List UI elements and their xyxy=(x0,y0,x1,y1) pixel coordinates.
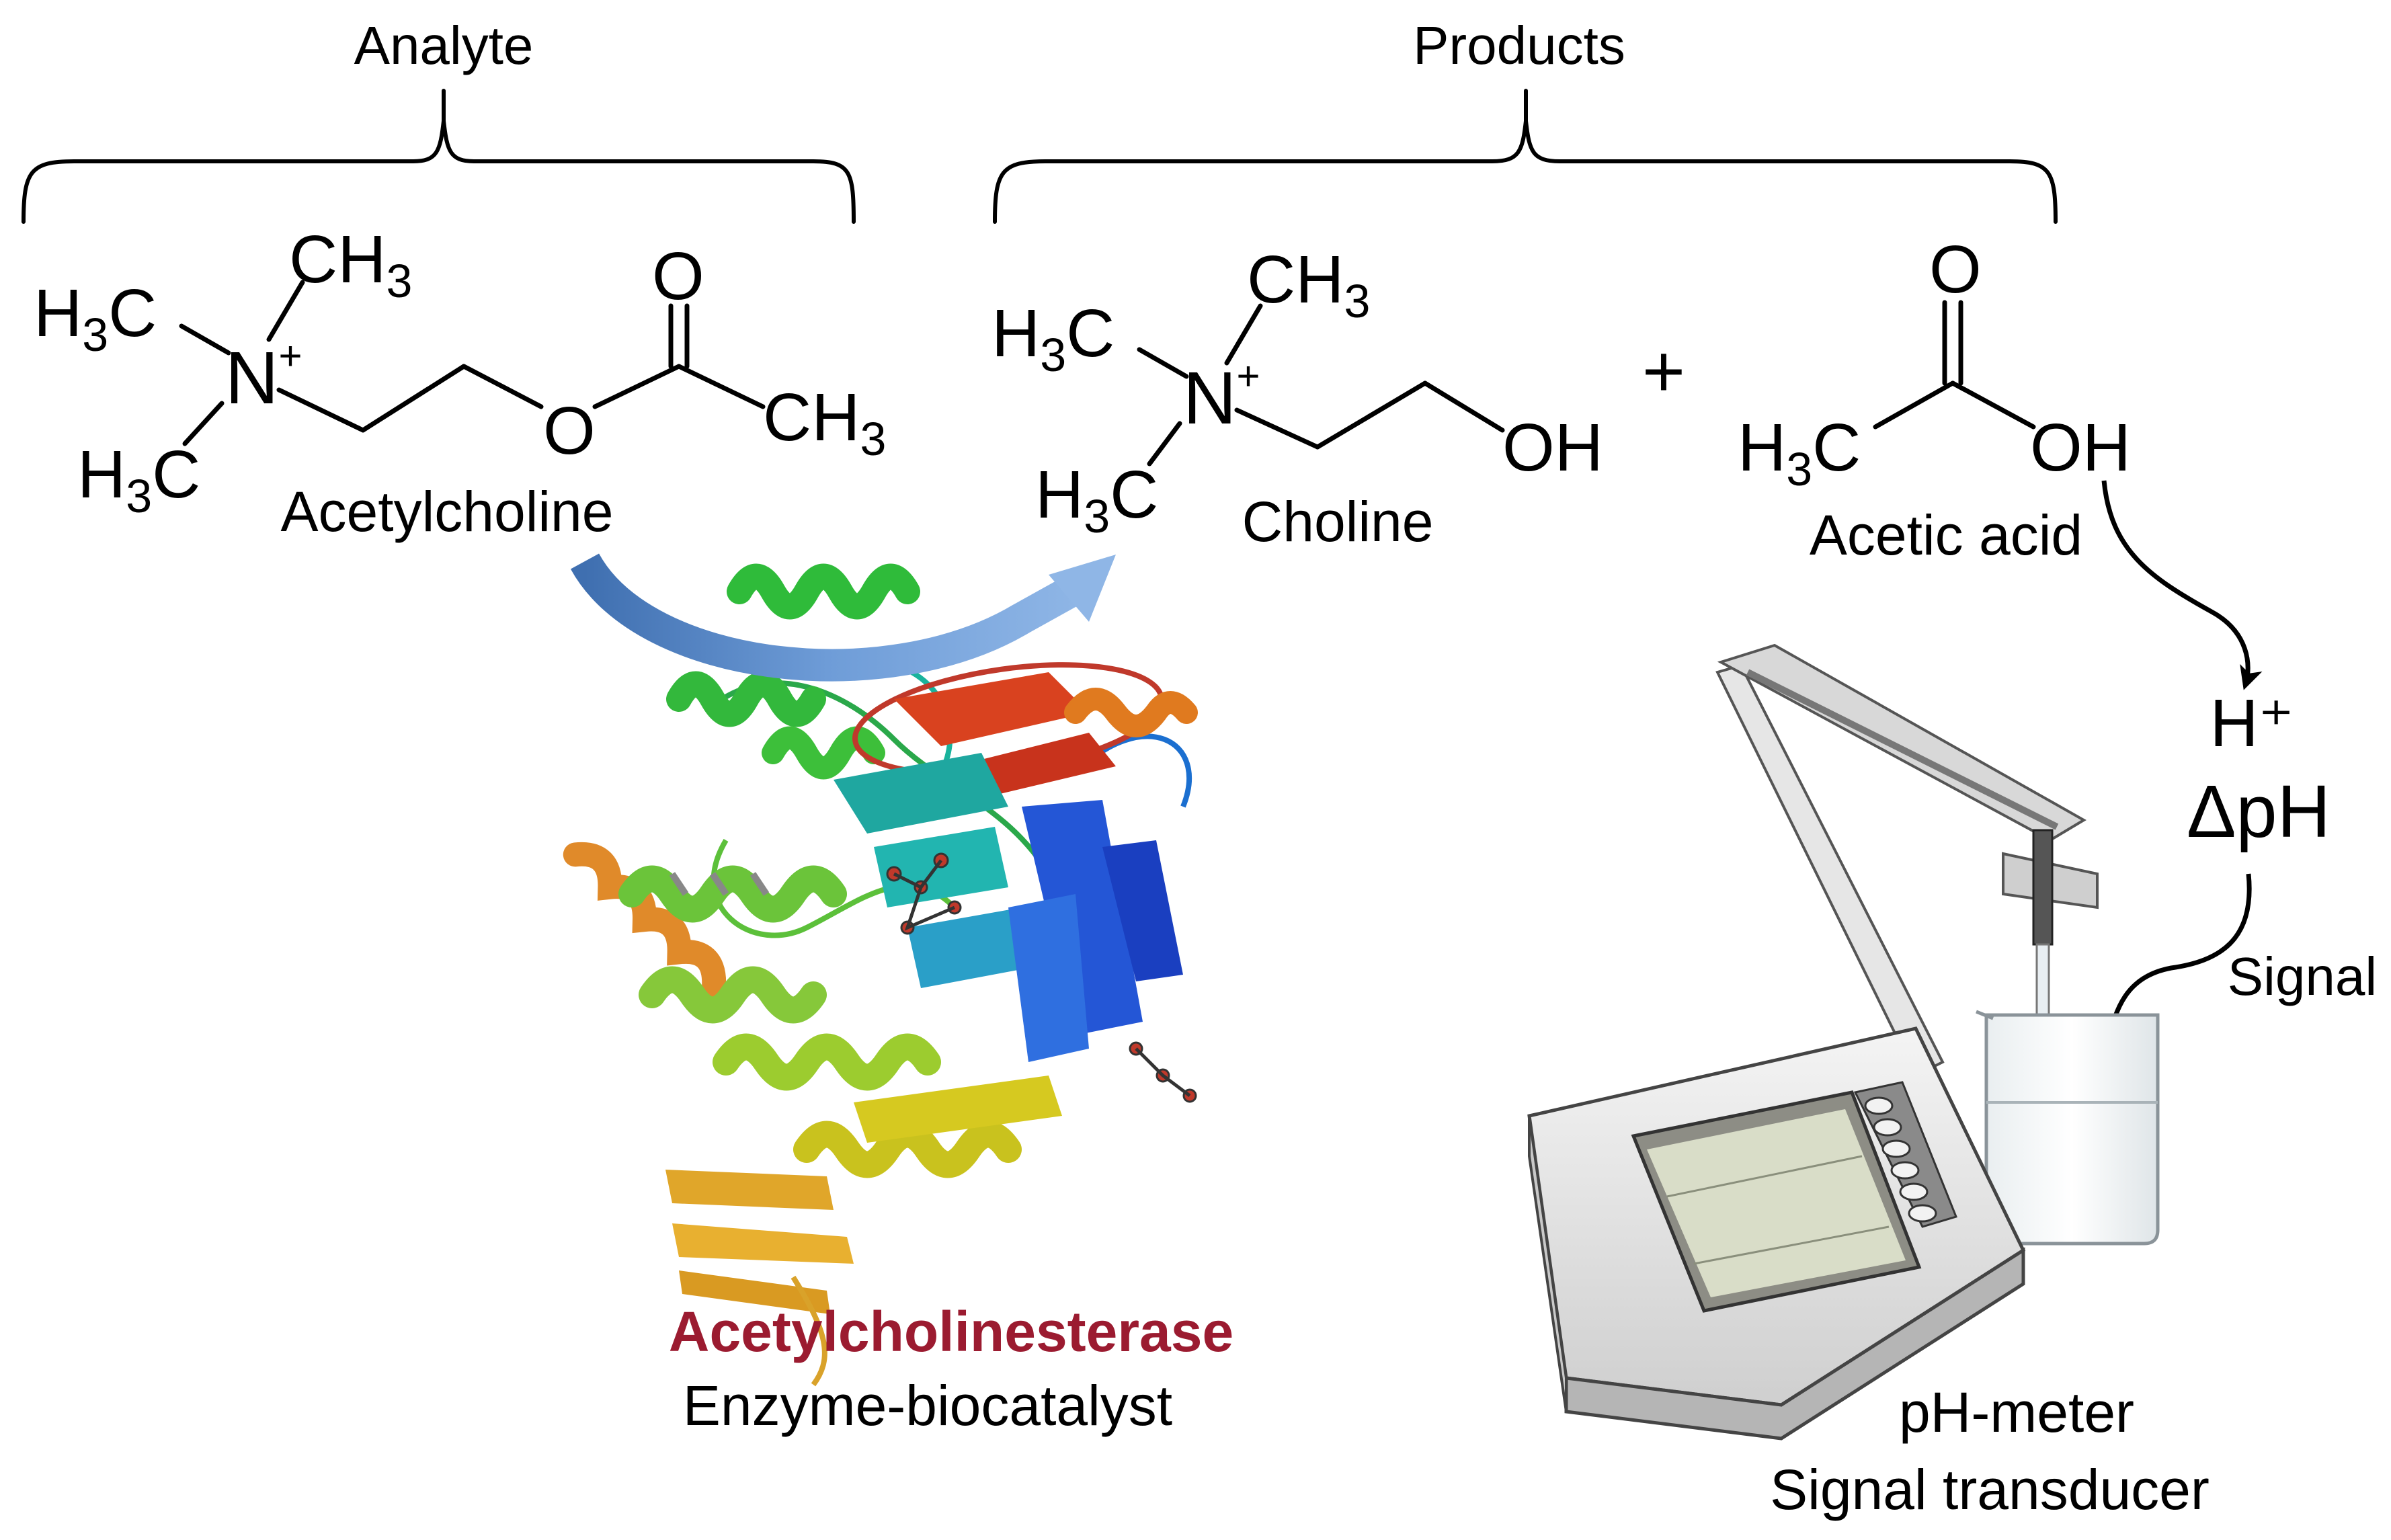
choline-ch3-top: CH3 xyxy=(1247,242,1370,327)
acetic-acid-h3c: H3C xyxy=(1738,410,1861,495)
choline-label: Choline xyxy=(1242,490,1434,553)
ph-meter-icon xyxy=(1527,643,2160,1441)
acetylcholine-ch3-top: CH3 xyxy=(289,222,412,307)
products-label: Products xyxy=(1413,15,1625,75)
reaction-arrow xyxy=(570,553,1116,682)
acetic-acid-carbonyl-oxygen: O xyxy=(1929,232,1982,307)
acetic-acid-label: Acetic acid xyxy=(1810,503,2082,567)
enzyme-role-label: Enzyme-biocatalyst xyxy=(683,1374,1172,1437)
acid-to-proton-arrow xyxy=(2101,480,2263,690)
acetylcholine-h3c-top: H3C xyxy=(34,276,157,361)
choline-h3c-top: H3C xyxy=(991,296,1115,381)
proton-label: H⁺ xyxy=(2210,686,2294,761)
plus-sign: + xyxy=(1642,330,1685,413)
analyte-label: Analyte xyxy=(354,15,534,75)
choline-hydroxyl: OH xyxy=(1502,410,1603,485)
signal-transducer-label: Signal transducer xyxy=(1770,1458,2210,1521)
acetic-acid-hydroxyl: OH xyxy=(2030,410,2131,485)
acetylcholine-ester-oxygen: O xyxy=(543,393,596,469)
beaker-icon xyxy=(1984,1013,2160,1246)
analyte-brace xyxy=(22,89,856,224)
acetylcholine-nitrogen: N+ xyxy=(225,333,302,419)
acetic-acid-structure: H3C O OH xyxy=(1738,232,2131,495)
products-brace xyxy=(993,89,2058,224)
acetylcholine-carbonyl-oxygen: O xyxy=(652,239,704,314)
signal-label: Signal xyxy=(2228,946,2377,1006)
acetylcholine-label: Acetylcholine xyxy=(281,480,614,543)
choline-h3c-bottom: H3C xyxy=(1035,457,1158,542)
delta-ph-label: ΔpH xyxy=(2187,770,2331,853)
enzyme-name-label: Acetylcholinesterase xyxy=(669,1300,1233,1363)
acetylcholine-h3c-bottom: H3C xyxy=(77,437,200,522)
ph-meter-label: pH-meter xyxy=(1899,1381,2134,1444)
acetylcholine-ch3-right: CH3 xyxy=(763,380,886,465)
electrode-icon xyxy=(2032,829,2054,946)
choline-structure: H3C CH3 N+ H3C OH xyxy=(991,242,1603,542)
acetylcholine-structure: H3C CH3 N+ H3C O O CH3 xyxy=(34,222,886,522)
choline-nitrogen: N+ xyxy=(1183,354,1260,440)
enzyme-structure-icon xyxy=(563,563,1198,1387)
